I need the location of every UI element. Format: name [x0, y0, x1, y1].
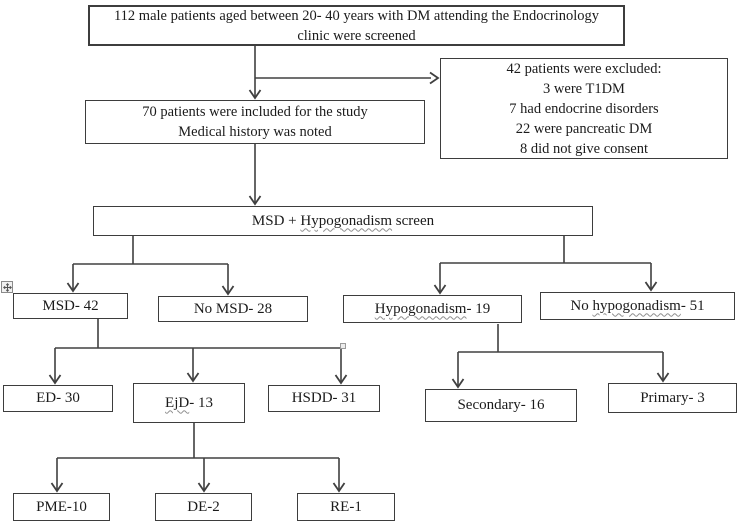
hypogonadism-suffix: - 19 — [466, 300, 491, 317]
connector-included-to-msd-screen — [248, 144, 262, 206]
included-line-2: Medical history was noted — [178, 124, 332, 140]
box-no-msd: No MSD- 28 — [158, 296, 308, 322]
no-hypogonadism-suffix: - 51 — [680, 297, 705, 314]
excluded-line-1: 42 patients were excluded: — [506, 60, 662, 77]
excluded-line-4: 22 were pancreatic DM — [515, 120, 653, 137]
ejd-suffix: - 13 — [189, 394, 213, 411]
box-msd-screen: MSD + Hypogonadism screen — [93, 206, 593, 236]
excluded-line-2: 3 were T1DM — [543, 80, 625, 97]
box-included: 70 patients were included for the study … — [85, 100, 425, 144]
msd-label: MSD- 42 — [42, 297, 99, 314]
box-ed: ED- 30 — [3, 385, 113, 412]
connector-screened-to-excluded — [255, 71, 440, 85]
no-msd-label: No MSD- 28 — [193, 300, 273, 317]
msd-screen-prefix: MSD + — [251, 212, 301, 229]
msd-screen-label: MSD + Hypogonadism screen — [94, 212, 592, 231]
box-ejd: EjD- 13 — [133, 383, 245, 423]
msd-screen-underlined-word: Hypogonadism — [300, 212, 393, 229]
secondary-label: Secondary- 16 — [457, 397, 545, 413]
hypogonadism-underlined-word: Hypogonadism — [374, 300, 467, 317]
hypogonadism-label: Hypogonadism- 19 — [344, 300, 521, 319]
resize-handle-icon[interactable] — [340, 343, 346, 349]
included-line-1: 70 patients were included for the study — [142, 104, 368, 120]
no-hypogonadism-underlined-word: hypogonadism — [592, 297, 681, 314]
box-hypogonadism: Hypogonadism- 19 — [343, 295, 522, 323]
box-hsdd: HSDD- 31 — [268, 385, 380, 412]
box-re: RE-1 — [297, 493, 395, 521]
hsdd-label: HSDD- 31 — [291, 390, 357, 406]
box-primary: Primary- 3 — [608, 383, 737, 413]
box-de: DE-2 — [155, 493, 252, 521]
connector-msd-screen-to-hypogonadism-branch — [433, 236, 658, 295]
excluded-line-3: 7 had endocrine disorders — [509, 100, 659, 117]
four-way-arrow-icon — [2, 282, 12, 292]
no-hypogonadism-label: No hypogonadism- 51 — [541, 297, 734, 316]
excluded-line-5: 8 did not give consent — [519, 140, 649, 157]
box-no-hypogonadism: No hypogonadism- 51 — [540, 292, 735, 320]
box-msd: MSD- 42 — [13, 293, 128, 319]
no-hypogonadism-prefix: No — [570, 297, 593, 314]
screened-line-2: clinic were screened — [297, 27, 416, 44]
connector-msd-to-subtypes — [48, 319, 348, 385]
box-screened: 112 male patients aged between 20- 40 ye… — [88, 5, 625, 46]
connector-ejd-to-subtypes — [50, 423, 346, 493]
connector-screened-to-included — [248, 45, 262, 100]
ejd-label: EjD- 13 — [134, 394, 244, 413]
move-handle-icon[interactable] — [1, 281, 13, 293]
screened-line-1: 112 male patients aged between 20- 40 ye… — [113, 7, 600, 24]
pme-label: PME-10 — [36, 498, 87, 515]
primary-label: Primary- 3 — [640, 389, 705, 406]
re-label: RE-1 — [330, 498, 362, 515]
ejd-underlined-word: EjD — [165, 394, 190, 411]
box-excluded: 42 patients were excluded: 3 were T1DM 7… — [440, 58, 728, 159]
connector-msd-screen-to-msd-branch — [66, 236, 235, 296]
connector-hypogonadism-to-subtypes — [451, 324, 670, 389]
box-secondary: Secondary- 16 — [425, 389, 577, 422]
ed-label: ED- 30 — [36, 390, 80, 406]
msd-screen-suffix: screen — [392, 212, 435, 229]
box-pme: PME-10 — [13, 493, 110, 521]
de-label: DE-2 — [187, 498, 220, 515]
